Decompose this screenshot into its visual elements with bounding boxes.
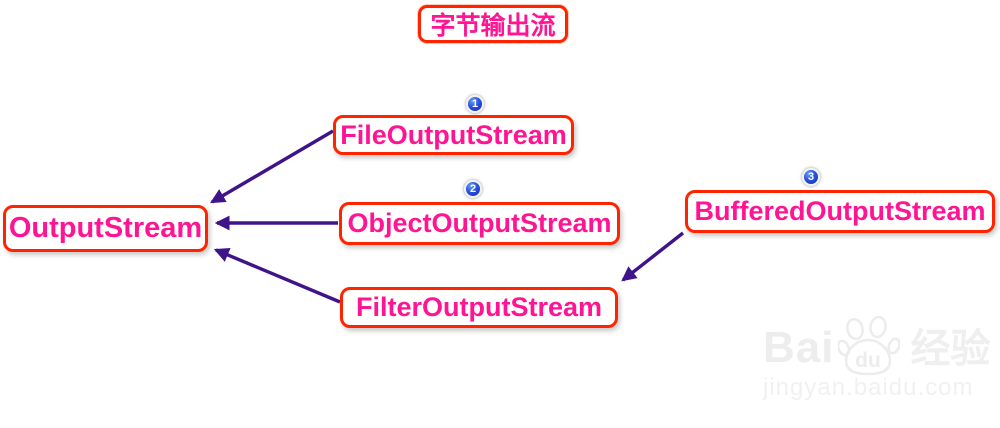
badge-2-icon: 2 <box>464 180 482 198</box>
arrow-buffered-to-filter <box>621 231 685 282</box>
watermark-url: jingyan.baidu.com <box>763 374 974 401</box>
watermark-brand-cn: 经验 <box>910 327 991 371</box>
diagram-title: 字节输出流 <box>430 12 556 40</box>
baidu-paw-icon: du <box>838 316 901 376</box>
node-output-stream: OutputStream <box>3 205 208 252</box>
node-label: FilterOutputStream <box>355 292 603 322</box>
watermark-brand-row: Bai du 经验 <box>763 316 990 376</box>
diagram-title-box: 字节输出流 <box>418 5 568 43</box>
node-filter-output-stream: FilterOutputStream <box>340 287 618 328</box>
node-label: OutputStream <box>8 212 203 244</box>
badge-1-icon: 1 <box>466 95 484 113</box>
node-label: FileOutputStream <box>340 119 567 150</box>
node-buffered-output-stream: BufferedOutputStream <box>685 190 995 233</box>
node-object-output-stream: ObjectOutputStream <box>339 202 620 245</box>
node-label: BufferedOutputStream <box>694 196 986 226</box>
badge-3-icon: 3 <box>802 168 820 186</box>
watermark-brand-prefix: Bai <box>763 323 835 372</box>
arrow-file-to-output <box>210 129 334 204</box>
node-file-output-stream: FileOutputStream <box>333 115 574 155</box>
watermark-paw-text: du <box>856 349 882 372</box>
node-label: ObjectOutputStream <box>347 208 612 238</box>
baidu-watermark: Bai du 经验 jingyan.baidu.com <box>763 316 990 402</box>
arrow-filter-to-output <box>213 248 341 304</box>
